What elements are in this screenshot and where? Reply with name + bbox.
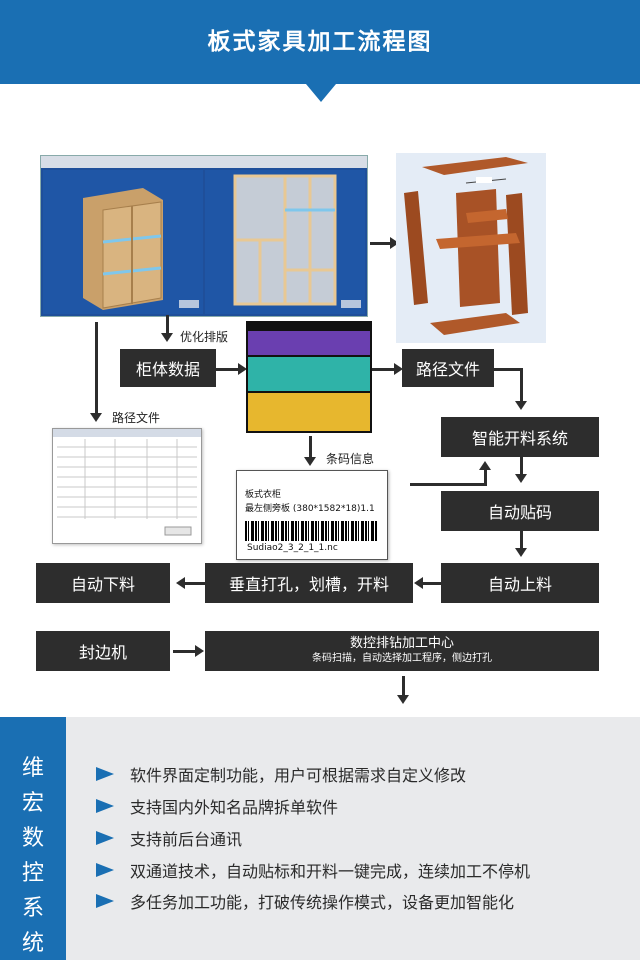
exploded-cabinet-image xyxy=(396,153,546,343)
path-file-label: 路径文件 xyxy=(112,411,161,425)
arrow-line xyxy=(95,322,98,414)
company-name-char: 维 xyxy=(21,756,44,781)
arrow-line xyxy=(370,242,392,245)
barcode-label-card: 板式衣柜 最左侧旁板 (380*1582*18)1.1 Sudiao2_3_2_… xyxy=(236,470,388,560)
arrow-head xyxy=(515,548,527,557)
arrow-head xyxy=(515,474,527,483)
barcode-bars xyxy=(245,521,377,541)
vertical-drilling-box: 垂直打孔，划槽，开料 xyxy=(205,563,413,603)
bullet-arrow-icon xyxy=(96,831,114,845)
arrow-line xyxy=(173,650,197,653)
arrow-head xyxy=(479,461,491,470)
feature-text: 双通道技术，自动贴标和开料一键完成，连续加工不停机 xyxy=(130,862,531,881)
cabinet-data-box: 柜体数据 xyxy=(120,349,216,387)
path-file-table-image xyxy=(52,428,202,544)
company-name-char: 宏 xyxy=(21,791,44,816)
feature-text: 软件界面定制功能，用户可根据需求自定义修改 xyxy=(130,766,467,785)
arrow-head xyxy=(414,577,423,589)
cabinet-front-view xyxy=(205,170,365,314)
optimize-label: 优化排版 xyxy=(180,330,229,344)
arrow-head xyxy=(238,363,247,375)
edge-banding-box: 封边机 xyxy=(36,631,170,671)
company-name-char: 系 xyxy=(21,896,44,921)
arrow-line xyxy=(520,457,523,475)
nesting-layout-image xyxy=(246,321,372,433)
arrow-head xyxy=(390,237,399,249)
company-name-char: 统 xyxy=(21,931,44,956)
header-notch xyxy=(306,84,336,102)
arrow-head xyxy=(161,333,173,342)
barcode-line1: 板式衣柜 xyxy=(245,490,282,500)
feature-item: 支持前后台通讯 xyxy=(96,826,242,850)
arrow-line xyxy=(402,676,405,696)
arrow-head xyxy=(176,577,185,589)
nesting-panel xyxy=(248,393,370,431)
barcode-info-label: 条码信息 xyxy=(326,452,375,466)
bullet-arrow-icon xyxy=(96,863,114,877)
arrow-line xyxy=(309,436,312,458)
auto-labeling-box: 自动贴码 xyxy=(441,491,599,531)
cnc-center-title: 数控排钻加工中心 xyxy=(349,636,454,651)
nesting-panel xyxy=(248,331,370,355)
arrow-head xyxy=(397,695,409,704)
company-name-char: 控 xyxy=(21,861,44,886)
arrow-line xyxy=(520,368,523,402)
cabinet-3d-view xyxy=(43,170,203,314)
bullet-arrow-icon xyxy=(96,767,114,781)
arrow-head xyxy=(515,401,527,410)
cnc-drilling-center-box: 数控排钻加工中心 条码扫描，自动选择加工程序，侧边打孔 xyxy=(205,631,599,671)
feature-text: 多任务加工功能，打破传统操作模式，设备更加智能化 xyxy=(130,893,515,912)
auto-unloading-box: 自动下料 xyxy=(36,563,170,603)
arrow-line xyxy=(166,315,169,335)
table-rows xyxy=(57,439,197,536)
table-titlebar xyxy=(53,429,201,437)
bullet-arrow-icon xyxy=(96,799,114,813)
arrow-line xyxy=(494,368,523,371)
arrow-head xyxy=(304,457,316,466)
software-toolbar xyxy=(41,156,367,168)
company-sidebar xyxy=(0,717,66,960)
bullet-arrow-icon xyxy=(96,894,114,908)
feature-item: 多任务加工功能，打破传统操作模式，设备更加智能化 xyxy=(96,889,514,913)
feature-text: 支持国内外知名品牌拆单软件 xyxy=(130,798,339,817)
arrow-head xyxy=(394,363,403,375)
arrow-line xyxy=(216,368,240,371)
feature-text: 支持前后台通讯 xyxy=(130,830,243,849)
barcode-code: Sudiao2_3_2_1_1.nc xyxy=(247,543,338,553)
arrow-line xyxy=(520,531,523,549)
feature-item: 软件界面定制功能，用户可根据需求自定义修改 xyxy=(96,762,466,786)
auto-loading-box: 自动上料 xyxy=(441,563,599,603)
arrow-line xyxy=(484,470,487,486)
smart-cutting-box: 智能开料系统 xyxy=(441,417,599,457)
cabinet-software-screenshot xyxy=(40,155,368,317)
cnc-center-subtitle: 条码扫描，自动选择加工程序，侧边打孔 xyxy=(312,653,492,664)
arrow-line xyxy=(410,483,487,486)
feature-item: 双通道技术，自动贴标和开料一键完成，连续加工不停机 xyxy=(96,858,530,882)
arrow-line xyxy=(183,582,205,585)
feature-item: 支持国内外知名品牌拆单软件 xyxy=(96,794,338,818)
arrow-head xyxy=(195,645,204,657)
path-file-box: 路径文件 xyxy=(402,349,494,387)
nesting-panel xyxy=(248,357,370,391)
header-bar xyxy=(0,0,640,84)
arrow-line xyxy=(421,582,441,585)
page-title: 板式家具加工流程图 xyxy=(207,29,433,55)
company-name-char: 数 xyxy=(21,826,44,851)
arrow-line xyxy=(372,368,396,371)
barcode-line2: 最左侧旁板 (380*1582*18)1.1 xyxy=(245,504,375,514)
arrow-head xyxy=(90,413,102,422)
